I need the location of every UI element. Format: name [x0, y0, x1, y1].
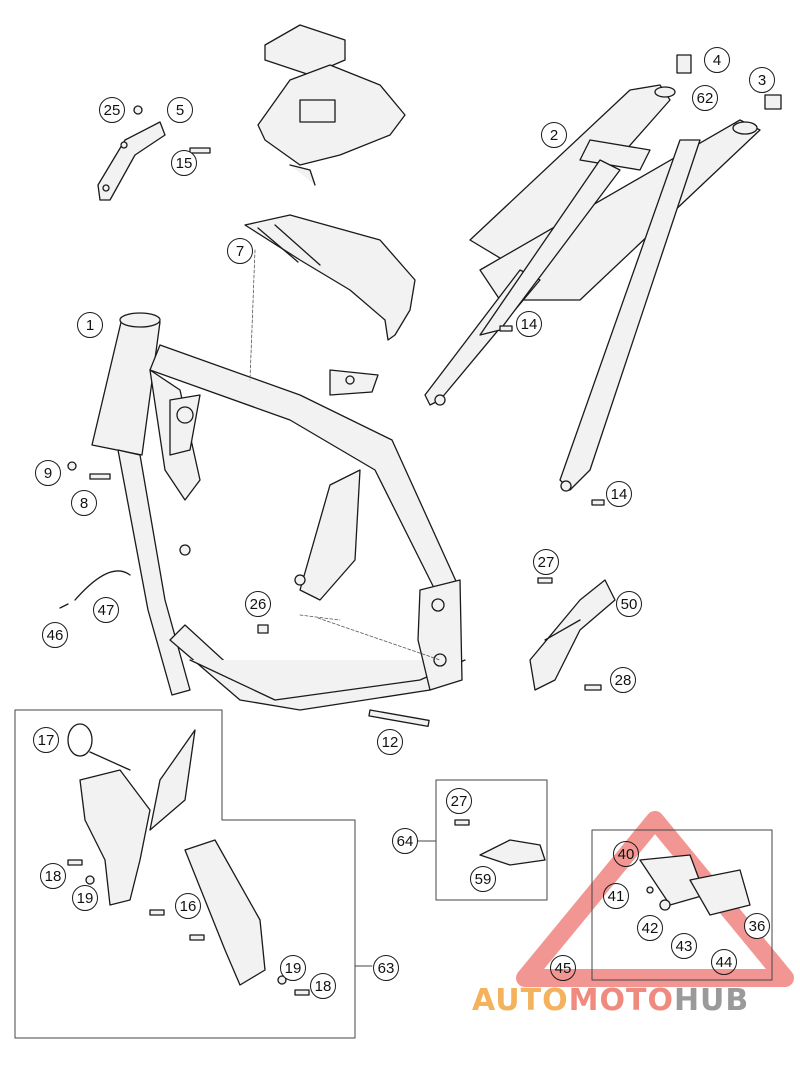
group-box-63: [14, 709, 373, 1039]
electronics-bracket-top: [257, 24, 406, 186]
group-box-64: [417, 779, 548, 901]
callout-8: 8: [71, 490, 97, 516]
callout-15: 15: [171, 150, 197, 176]
frame-protectors-part-63: [79, 729, 266, 986]
callout-47: 47: [93, 597, 119, 623]
watermark-word-hub: HUB: [673, 983, 750, 1018]
callout-63: 63: [373, 955, 399, 981]
chain-guide-part-50: [529, 579, 616, 691]
callout-59: 59: [470, 866, 496, 892]
callout-19-right: 19: [280, 955, 306, 981]
subframe-part-2: [424, 84, 761, 492]
callout-25: 25: [99, 97, 125, 123]
callout-44: 44: [711, 949, 737, 975]
callout-18-left: 18: [40, 863, 66, 889]
watermark-word-moto: MOTO: [568, 983, 674, 1018]
callout-36: 36: [744, 913, 770, 939]
callout-64: 64: [392, 828, 418, 854]
part-59: [479, 839, 546, 866]
callout-43: 43: [671, 933, 697, 959]
leader-lines: [249, 249, 441, 661]
watermark-brand-text: AUTOMOTOHUB: [472, 983, 749, 1018]
callout-3: 3: [749, 67, 775, 93]
callout-7: 7: [227, 238, 253, 264]
callout-1: 1: [77, 312, 103, 338]
watermark-word-auto: AUTO: [472, 983, 569, 1018]
hose-part-47: [59, 570, 131, 609]
callout-50: 50: [616, 591, 642, 617]
callout-14-upper: 14: [516, 311, 542, 337]
callout-2: 2: [541, 122, 567, 148]
callout-42: 42: [637, 915, 663, 941]
callout-26: 26: [245, 591, 271, 617]
callout-27-upper: 27: [533, 549, 559, 575]
callout-41: 41: [603, 883, 629, 909]
footpegs-part-36: [639, 854, 751, 916]
callout-28: 28: [610, 667, 636, 693]
callout-17: 17: [33, 727, 59, 753]
callout-19-left: 19: [72, 885, 98, 911]
callout-62: 62: [692, 85, 718, 111]
callout-5: 5: [167, 97, 193, 123]
upper-bracket-part-7: [244, 214, 416, 341]
callout-46: 46: [42, 622, 68, 648]
group-box-36: [591, 829, 773, 981]
callout-18-right: 18: [310, 973, 336, 999]
callout-9: 9: [35, 460, 61, 486]
cable-tie-part-17: [67, 723, 131, 771]
callout-27-lower: 27: [446, 788, 472, 814]
main-frame-part-1: [91, 312, 466, 711]
callout-45: 45: [550, 955, 576, 981]
callout-12: 12: [377, 729, 403, 755]
bracket-part-5: [97, 121, 166, 201]
callout-16: 16: [175, 893, 201, 919]
callout-14-lower: 14: [606, 481, 632, 507]
callout-4: 4: [704, 47, 730, 73]
callout-40: 40: [613, 841, 639, 867]
